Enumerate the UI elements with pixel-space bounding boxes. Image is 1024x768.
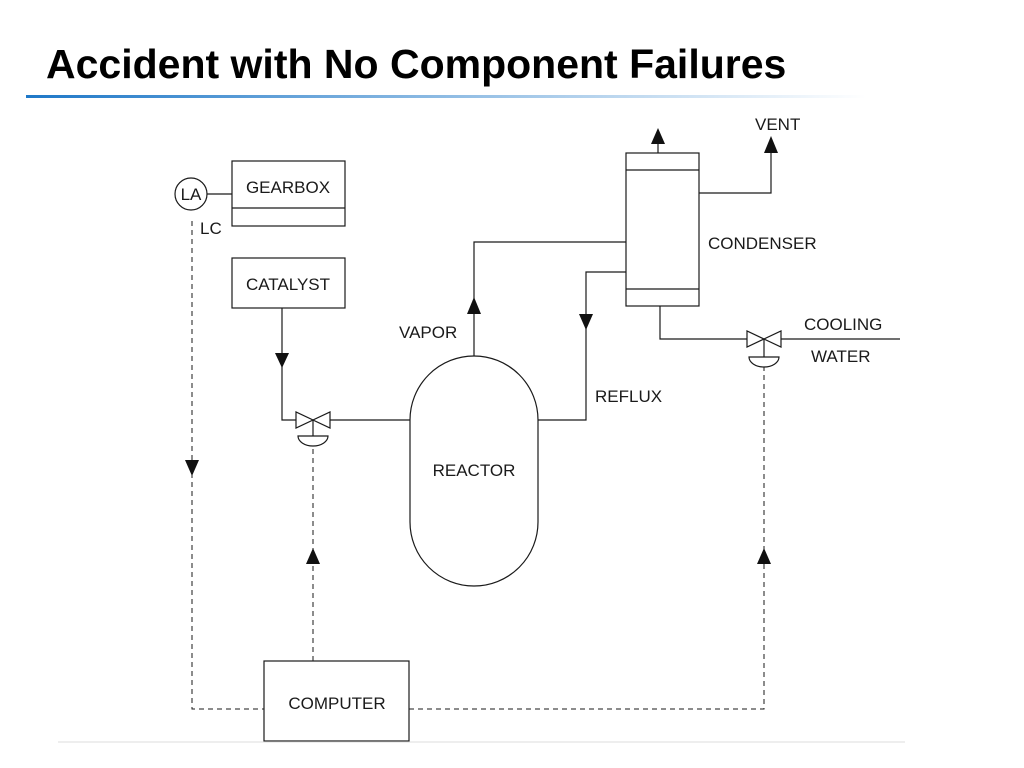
la-label: LA — [181, 185, 202, 204]
condenser-label: CONDENSER — [708, 234, 817, 253]
catalyst-valve-signal-line — [306, 446, 320, 661]
vapor-label: VAPOR — [399, 323, 457, 342]
catalyst-box — [231, 257, 346, 309]
catalyst-valve — [295, 411, 331, 447]
level-signal-arrow — [185, 460, 199, 476]
gearbox-box — [231, 160, 346, 227]
catalyst-valve-signal-arrow — [306, 548, 320, 564]
reactor-label: REACTOR — [433, 461, 516, 480]
cooling-valve-signal-line — [409, 367, 771, 710]
vapor-line — [467, 241, 626, 356]
vent-label: VENT — [755, 115, 800, 134]
vent-line — [699, 136, 778, 194]
catalyst-label: CATALYST — [246, 275, 330, 294]
cooling-label: COOLING — [804, 315, 882, 334]
water-label: WATER — [811, 347, 871, 366]
cooling-valve-signal-arrow — [757, 548, 771, 564]
cooling-water-valve — [746, 330, 782, 368]
reflux-flow-arrow — [579, 314, 593, 330]
reactor-vessel — [409, 355, 539, 587]
cooling-water-line — [659, 306, 900, 340]
computer-box — [263, 660, 410, 742]
level-signal-line — [185, 221, 264, 710]
condenser-outlet-arrow — [651, 128, 665, 144]
reflux-line — [538, 271, 626, 421]
title-underline — [26, 95, 866, 98]
computer-label: COMPUTER — [288, 694, 385, 713]
gearbox-label: GEARBOX — [246, 178, 330, 197]
condenser-unit — [625, 152, 700, 307]
reflux-label: REFLUX — [595, 387, 662, 406]
catalyst-feed-line — [275, 308, 296, 421]
lc-label: LC — [200, 219, 222, 238]
vent-arrow — [764, 136, 778, 153]
slide-title: Accident with No Component Failures — [46, 41, 787, 87]
catalyst-flow-arrow — [275, 353, 289, 368]
level-alarm-instrument — [174, 177, 232, 211]
condenser-top-outlet — [651, 128, 665, 153]
vapor-flow-arrow — [467, 297, 481, 314]
